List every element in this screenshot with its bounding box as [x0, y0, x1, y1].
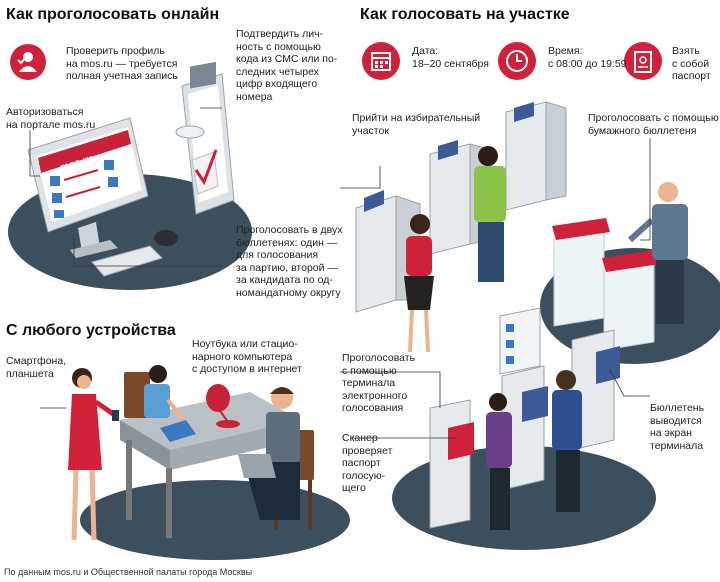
clock-icon: [498, 42, 536, 80]
step-profile-label: Проверить профиль на mos.ru — требуется …: [66, 45, 178, 82]
ballot-screen-label: Бюллетень выводится на экран терминала: [650, 402, 705, 452]
step-arrive-label: Прийти на избирательный участок: [352, 112, 481, 137]
step-vote-label: Проголосовать в двух бюллетенях: один — …: [236, 224, 343, 299]
computer-label: Ноутбука или стацио- нарного компьютера …: [192, 338, 302, 375]
passport-label: Взять с собой паспорт: [672, 45, 711, 82]
step-scanner-label: Сканер проверяет паспорт голосую- щего: [342, 432, 393, 494]
terminal-booths: [429, 329, 620, 529]
voter-red-top: [404, 214, 434, 353]
passport-icon: [624, 42, 662, 80]
station-title: Как голосовать на участке: [360, 6, 570, 23]
monitor-illustration: [27, 117, 178, 277]
ballot-boxes: [552, 218, 660, 351]
step-login-label: Авторизоваться на портале mos.ru: [6, 106, 96, 131]
source-footer: По данным mos.ru и Общественной палаты г…: [4, 567, 253, 577]
step-paper-label: Проголосовать с помощью бумажного бюллет…: [588, 112, 719, 137]
info-stand: [499, 307, 541, 375]
woman-with-phone: [68, 368, 119, 541]
date-label: Дата: 18–20 сентября: [412, 45, 489, 70]
leader-lines: [29, 107, 651, 439]
man-with-laptop: [238, 387, 300, 520]
time-label: Время: с 08:00 до 19:59: [548, 45, 627, 70]
step-sms-label: Подтвердить лич- ность с помощью кода из…: [236, 28, 338, 103]
calendar-icon: [362, 42, 400, 80]
phone-tablet-label: Смартфона, планшета: [6, 355, 67, 380]
user-check-icon: [10, 44, 46, 80]
voter-purple: [486, 393, 512, 530]
seated-person: [144, 365, 186, 422]
online-title: Как проголосовать онлайн: [6, 6, 220, 23]
voter-blue-jacket: [552, 370, 582, 512]
phone-illustration: [175, 61, 235, 215]
step-terminal-label: Проголосовать с помощью терминала электр…: [342, 352, 416, 414]
voter-green-shirt: [474, 146, 506, 282]
chair-back: [124, 372, 150, 418]
voter-paper-ballot: [627, 182, 688, 324]
device-title: С любого устройства: [6, 322, 176, 339]
